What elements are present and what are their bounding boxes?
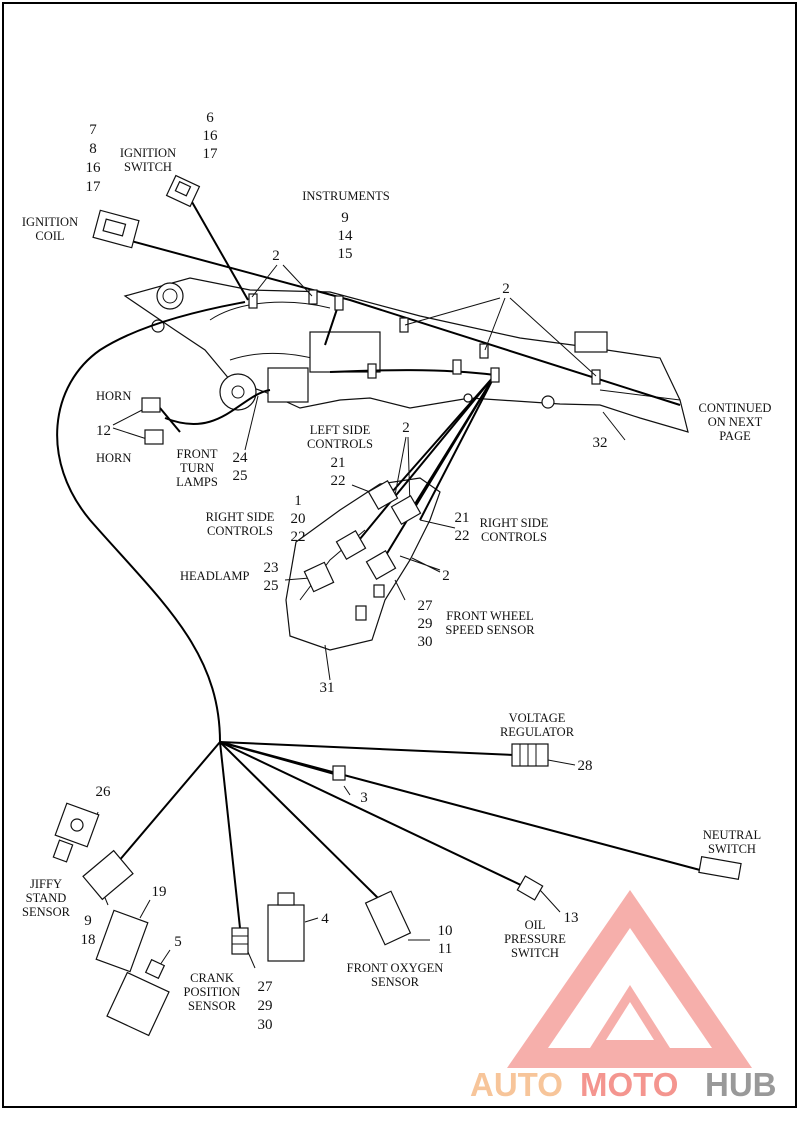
number-31: 31	[320, 680, 335, 696]
crank-position-sensor-icon	[231, 927, 249, 955]
number-3: 3	[360, 790, 368, 806]
watermark-moto: MOTO	[580, 1066, 678, 1103]
clip-label-d: 2	[442, 568, 450, 584]
neutral-switch-icon	[698, 855, 742, 881]
connector-9-18-icon	[82, 849, 134, 901]
jiffy-stand-sensor-icon	[52, 802, 100, 863]
bottle-4-icon	[267, 892, 305, 962]
connector-19-icon	[95, 909, 149, 973]
watermark-logo-icon	[507, 890, 752, 1068]
number-19: 19	[152, 884, 167, 900]
number-32: 32	[593, 435, 608, 451]
horn-connector-icon	[141, 397, 164, 445]
horn-number: 12	[96, 423, 111, 439]
ignition-switch-connector-icon	[165, 174, 201, 208]
horn-top-label: HORN	[96, 389, 131, 403]
horn-bottom-label: HORN	[96, 451, 131, 465]
controls-connector-icon	[303, 480, 422, 593]
connector-3-icon	[332, 765, 346, 781]
number-26: 26	[96, 784, 112, 800]
number-4: 4	[321, 911, 329, 927]
clip-label-a: 2	[272, 248, 280, 264]
harness-wires	[56, 194, 701, 929]
watermark-text: AUTO MOTO HUB	[470, 1066, 777, 1103]
cable-clips	[248, 289, 601, 385]
headlamp-label: HEADLAMP	[180, 569, 249, 583]
bottle-5-icon	[106, 958, 170, 1037]
watermark-hub: HUB	[705, 1066, 777, 1103]
instruments-label: INSTRUMENTS	[302, 189, 390, 203]
clip-label-c: 2	[402, 420, 410, 436]
front-oxygen-sensor-icon	[364, 890, 412, 946]
number-5: 5	[174, 934, 182, 950]
clip-label-b: 2	[502, 281, 510, 297]
ignition-coil-connector-icon	[92, 209, 140, 249]
fairing-bracket	[123, 277, 689, 433]
watermark-auto: AUTO	[470, 1066, 563, 1103]
page-border	[2, 2, 797, 1108]
number-28: 28	[578, 758, 593, 774]
voltage-regulator-connector-icon	[511, 743, 549, 767]
number-13: 13	[564, 910, 579, 926]
oil-pressure-switch-icon	[516, 875, 544, 901]
